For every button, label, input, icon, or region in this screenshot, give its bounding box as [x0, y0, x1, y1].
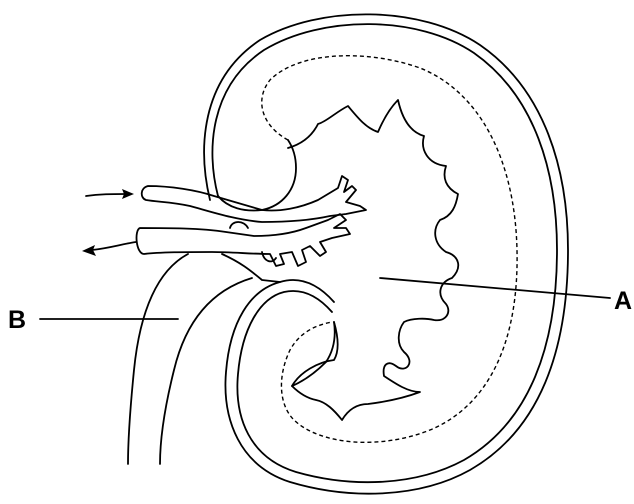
leader-line-a [380, 278, 610, 298]
vein-branch-left [230, 222, 248, 228]
renal-pelvis [288, 100, 458, 420]
arrow-out-icon [82, 242, 136, 256]
label-b: B [8, 306, 26, 334]
cortex-medulla-boundary [262, 56, 517, 443]
renal-artery [142, 176, 366, 222]
renal-vein [137, 214, 350, 266]
arrow-in-icon [86, 189, 134, 199]
label-a: A [614, 287, 632, 315]
ureter-left-wall [128, 254, 188, 464]
